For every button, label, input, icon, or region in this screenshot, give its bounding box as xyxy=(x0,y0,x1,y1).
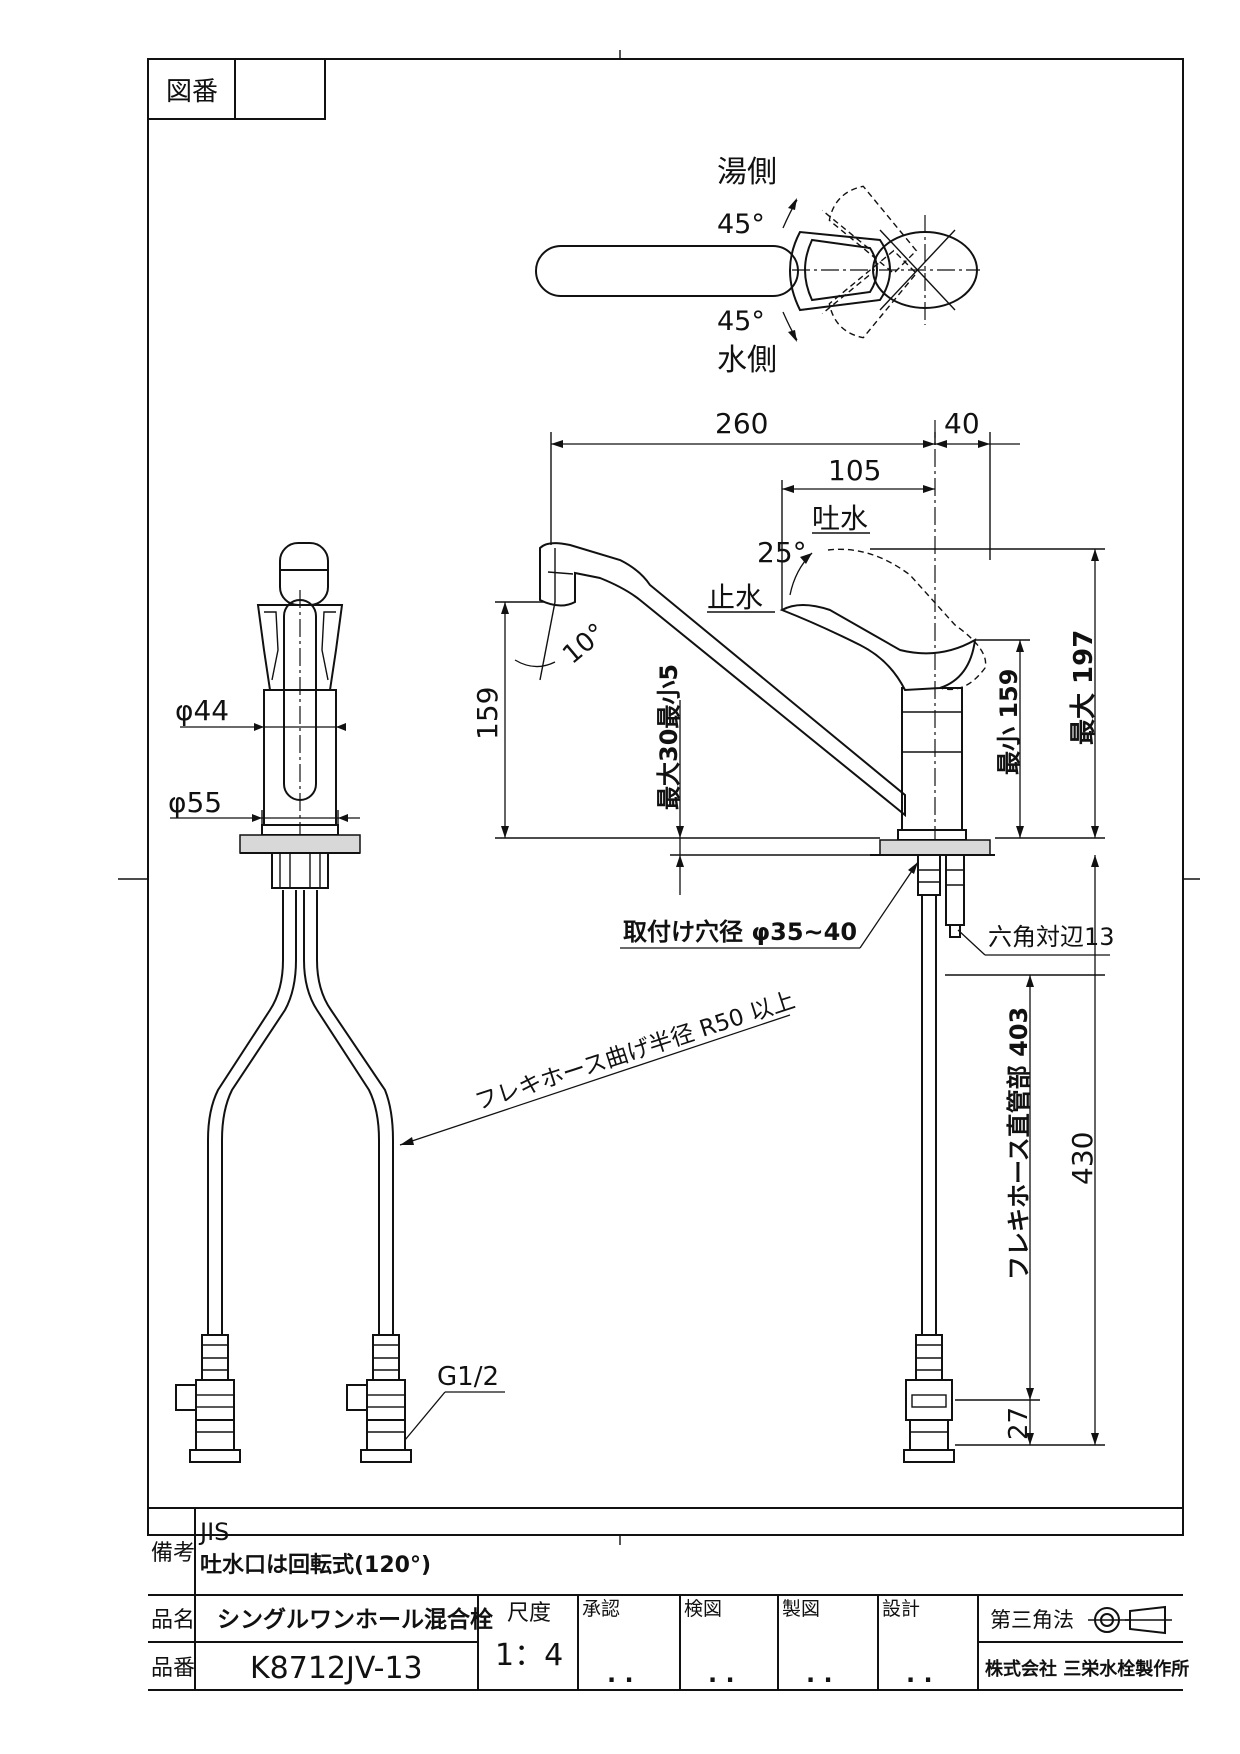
product-no: K8712JV-13 xyxy=(250,1651,423,1686)
check-date: . . xyxy=(708,1660,735,1688)
third-angle-projection-icon xyxy=(1088,1605,1172,1635)
drawing-frame xyxy=(118,50,1200,1545)
remarks-line-1: JIS xyxy=(198,1518,229,1546)
remarks-line-2: 吐水口は回転式(120°) xyxy=(200,1552,431,1578)
dim-40-label: 40 xyxy=(944,407,980,440)
design-label: 設計 xyxy=(882,1598,920,1620)
scale-label: 尺度 xyxy=(507,1601,551,1626)
front-view: φ44 φ55 フレキホース曲げ半径 R50 以上 G1/2 xyxy=(168,542,798,1463)
approval-label: 承認 xyxy=(582,1598,620,1620)
flex-straight-label: フレキホース直管部 403 xyxy=(1005,1007,1033,1280)
max30min5-label: 最大30最小5 xyxy=(655,664,683,810)
hot-side-label: 湯側 xyxy=(717,155,777,190)
title-block: 備考 JIS 吐水口は回転式(120°) 品名 シングルワンホール混合栓 品番 … xyxy=(148,1507,1189,1691)
angle-cold-label: 45° xyxy=(717,306,765,337)
company-name: 株式会社 三栄水栓製作所 xyxy=(985,1658,1189,1680)
phi44-label: φ44 xyxy=(175,694,229,727)
product-name-label: 品名 xyxy=(151,1608,195,1633)
max197-label: 最大 197 xyxy=(1069,630,1099,745)
top-view: 湯側 45° 45° 水側 xyxy=(535,155,980,378)
angle-10-label: 10° xyxy=(557,618,612,671)
dim-105-label: 105 xyxy=(828,454,881,487)
draw-date: . . xyxy=(806,1660,833,1688)
angle-25-label: 25° xyxy=(757,536,807,569)
dim-430-label: 430 xyxy=(1066,1132,1099,1185)
flex-radius-label: フレキホース曲げ半径 R50 以上 xyxy=(472,988,798,1116)
fig-no-label: 図番 xyxy=(166,77,218,107)
side-view: 260 40 105 吐水 25° 止水 10° 159 最大30最小5 xyxy=(471,407,1115,1463)
product-no-label: 品番 xyxy=(151,1656,195,1681)
water-out-label: 吐水 xyxy=(812,502,868,535)
hex13-label: 六角対辺13 xyxy=(988,923,1115,951)
dim-27-label: 27 xyxy=(1004,1407,1034,1440)
g12-label: G1/2 xyxy=(437,1362,499,1392)
remarks-label: 備考 xyxy=(151,1541,195,1566)
min159-label: 最小 159 xyxy=(995,669,1023,775)
design-date: . . xyxy=(906,1660,933,1688)
cold-side-label: 水側 xyxy=(717,343,777,378)
phi55-label: φ55 xyxy=(168,786,222,819)
figure-number-box: 図番 xyxy=(147,58,326,120)
scale-value: 1：4 xyxy=(495,1638,563,1673)
check-label: 検図 xyxy=(684,1598,722,1620)
angle-hot-label: 45° xyxy=(717,209,765,240)
approval-date: . . xyxy=(607,1660,634,1688)
mount-hole-label: 取付け穴径 φ35~40 xyxy=(623,918,857,946)
product-name: シングルワンホール混合栓 xyxy=(217,1606,493,1633)
draw-label: 製図 xyxy=(782,1598,820,1620)
water-stop-label: 止水 xyxy=(707,581,763,614)
dim-159-label: 159 xyxy=(471,687,504,740)
dim-260-label: 260 xyxy=(715,407,768,440)
projection-label: 第三角法 xyxy=(990,1608,1074,1632)
